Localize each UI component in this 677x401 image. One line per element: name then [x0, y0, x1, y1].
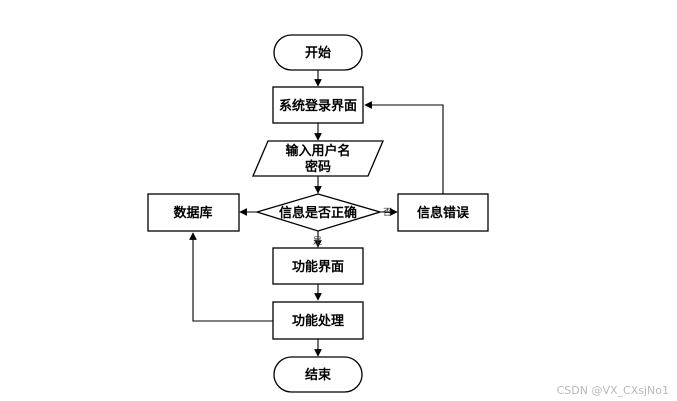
edge-error-to-login — [364, 101, 444, 194]
watermark: CSDN @VX_CXsjNo1 — [556, 384, 669, 397]
database-label: 数据库 — [173, 205, 212, 221]
function-screen-label: 功能界面 — [292, 259, 344, 275]
edge-label-yes: 是 — [313, 236, 322, 247]
login-screen-label: 系统登录界面 — [279, 98, 357, 114]
end-label: 结束 — [305, 367, 332, 383]
error-info-node: 信息错误 — [397, 193, 489, 232]
edges — [189, 70, 444, 357]
edge-process-to-database — [189, 232, 273, 322]
input-credentials-label-line2: 密码 — [304, 159, 331, 175]
end-node: 结束 — [273, 356, 363, 393]
edge-label-no: 否 — [383, 207, 392, 218]
decision-label: 信息是否正确 — [279, 205, 357, 221]
login-screen-node: 系统登录界面 — [272, 86, 364, 124]
function-screen-node: 功能界面 — [272, 247, 364, 285]
database-node: 数据库 — [147, 193, 240, 232]
start-node: 开始 — [273, 34, 363, 71]
function-process-label: 功能处理 — [292, 313, 344, 329]
start-label: 开始 — [305, 45, 331, 61]
error-info-label: 信息错误 — [417, 205, 470, 221]
function-process-node: 功能处理 — [272, 301, 364, 340]
input-credentials-node: 输入用户名 密码 — [252, 140, 384, 177]
decision-node: 信息是否正确 — [254, 193, 383, 232]
input-credentials-label-line1: 输入用户名 — [285, 143, 350, 159]
